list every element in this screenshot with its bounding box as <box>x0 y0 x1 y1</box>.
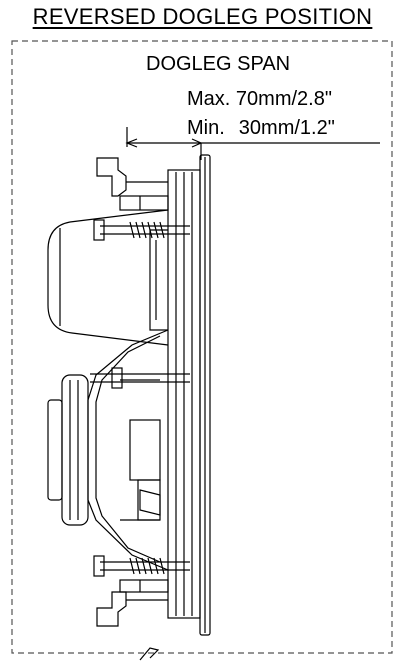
ceiling-panel <box>199 154 211 636</box>
magnet-assembly <box>47 374 89 526</box>
max-value: 70mm/2.8" <box>235 88 332 110</box>
driver-basket <box>87 329 169 571</box>
speaker-frame <box>167 169 201 619</box>
dogleg-span-dimension <box>125 127 380 160</box>
dogleg-clamp-top <box>96 157 169 211</box>
diagram-title: REVERSED DOGLEG POSITION <box>32 4 373 29</box>
max-span-label: Max. 70mm/2.8" <box>187 88 332 111</box>
dogleg-clamp-icon <box>139 647 160 661</box>
dogleg-clamp-bottom <box>96 579 169 627</box>
speaker-cabinet <box>47 209 169 346</box>
clamp-screws <box>90 219 190 577</box>
cutout-frame <box>11 40 393 654</box>
dogleg-span-label: DOGLEG SPAN <box>146 53 291 75</box>
min-value: 30mm/1.2" <box>238 117 335 139</box>
min-prefix: Min. <box>187 117 225 139</box>
min-span-label: Min. 30mm/1.2" <box>187 117 335 140</box>
max-prefix: Max. <box>187 88 231 110</box>
